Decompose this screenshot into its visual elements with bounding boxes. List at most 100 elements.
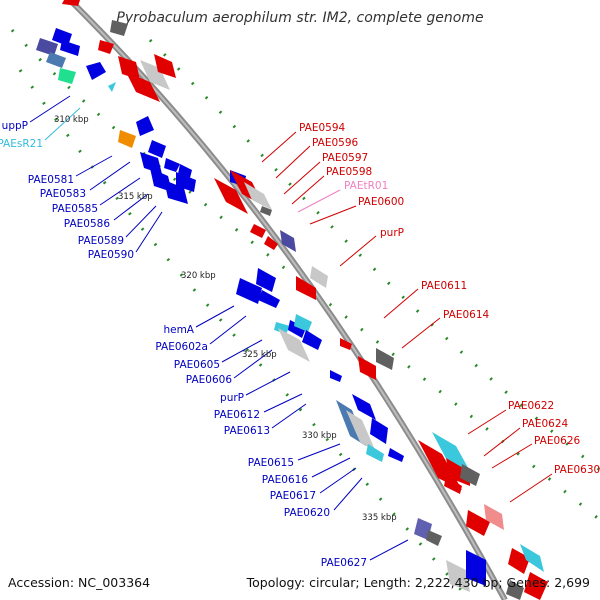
gene-label[interactable]: PAE0614 (443, 309, 490, 321)
gene-arrow[interactable] (294, 314, 312, 332)
gene-label[interactable]: PAE0616 (262, 474, 309, 486)
gene-label[interactable]: PAE0598 (326, 166, 372, 178)
gene-label[interactable]: PAE0627 (321, 557, 367, 569)
gene-arrow[interactable] (118, 56, 140, 80)
gene-arrow[interactable] (140, 152, 162, 174)
gene-label[interactable]: PAE0583 (40, 188, 86, 200)
leader-purP-right (339, 235, 377, 267)
gene-arrow[interactable] (330, 370, 342, 382)
gene-arrow[interactable] (302, 330, 322, 350)
gene-arrow[interactable] (520, 544, 544, 572)
gene-label[interactable]: PAE0612 (214, 409, 260, 421)
gene-arrow[interactable] (118, 130, 136, 148)
gene-label[interactable]: PAE0613 (224, 425, 270, 437)
gene-label[interactable]: PAE0589 (78, 235, 124, 247)
gene-label[interactable]: uppP (2, 120, 28, 132)
gene-label[interactable]: PAE0611 (421, 280, 467, 292)
gene-arrow[interactable] (506, 580, 524, 600)
gene-arrow[interactable] (164, 158, 180, 172)
gene-arrow[interactable] (426, 530, 442, 546)
topology-text: Topology: circular; Length: 2,222,430 bp… (246, 575, 590, 590)
gene-arrow[interactable] (352, 394, 376, 420)
gene-arrow[interactable] (244, 182, 272, 210)
gene-arrow[interactable] (214, 178, 248, 214)
gene-label[interactable]: PAE0622 (508, 400, 554, 412)
gene-label[interactable]: PAE0596 (312, 137, 359, 149)
gene-arrow[interactable] (310, 266, 328, 288)
gene-arrow[interactable] (236, 278, 262, 304)
gene-arrow[interactable] (110, 20, 128, 36)
gene-arrow[interactable] (86, 62, 106, 80)
gene-label[interactable]: PAE0624 (522, 418, 569, 430)
gene-label[interactable]: PAE0602a (155, 341, 208, 353)
gene-arrow[interactable] (278, 328, 310, 362)
gene-label[interactable]: PAE0606 (186, 374, 233, 386)
gene-arrow[interactable] (280, 230, 296, 252)
gene-label[interactable]: PAE0597 (322, 152, 368, 164)
gene-arrow[interactable] (164, 180, 188, 204)
gene-arrow[interactable] (296, 276, 316, 300)
gene-arrow[interactable] (250, 224, 266, 238)
gene-arrow[interactable] (60, 40, 80, 56)
gene-arrow[interactable] (260, 206, 272, 216)
leader-PAE0602a (209, 315, 247, 345)
gene-arrow[interactable] (256, 268, 276, 292)
gene-arrow[interactable] (346, 410, 376, 452)
gene-arrow[interactable] (98, 40, 114, 54)
gene-arrow[interactable] (288, 320, 306, 338)
gene-arrow[interactable] (460, 464, 480, 486)
gene-arrow[interactable] (524, 572, 548, 600)
gene-label[interactable]: PAE0590 (88, 249, 134, 261)
gene-label[interactable]: PAE0585 (52, 203, 98, 215)
leader-PAE0620 (333, 477, 363, 511)
gene-label[interactable]: PAE0586 (64, 218, 111, 230)
gene-label[interactable]: hemA (163, 324, 194, 336)
gene-arrow[interactable] (136, 116, 154, 136)
gene-arrow[interactable] (388, 448, 404, 462)
gene-arrow[interactable] (508, 548, 530, 574)
gene-arrow[interactable] (140, 60, 170, 90)
gene-arrow[interactable] (46, 52, 66, 68)
gene-arrow[interactable] (376, 348, 394, 370)
gene-label[interactable]: PAE0615 (248, 457, 294, 469)
leader-PAE0589 (125, 205, 157, 238)
gene-label[interactable]: purP (220, 392, 244, 404)
gene-label[interactable]: PAE0620 (284, 507, 330, 519)
scale-labels: 310 kbp 315 kbp 320 kbp 325 kbp 330 kbp … (54, 115, 397, 523)
leader-purP-left (245, 371, 291, 396)
gene-arrow[interactable] (108, 82, 116, 92)
gene-arrow[interactable] (264, 236, 278, 250)
gene-label[interactable]: PAEtR01 (344, 180, 388, 192)
gene-label[interactable]: PAE0581 (28, 174, 74, 186)
gene-arrow[interactable] (340, 338, 352, 350)
gene-arrow[interactable] (52, 28, 72, 46)
gene-arrow[interactable] (258, 290, 280, 308)
gene-label[interactable]: PAEsR21 (0, 138, 43, 150)
gene-arrow[interactable] (126, 72, 160, 102)
gene-arrow[interactable] (36, 38, 58, 56)
gene-label[interactable]: PAE0630 (554, 464, 600, 476)
gene-label[interactable]: PAE0594 (299, 122, 346, 134)
gene-arrow[interactable] (484, 504, 504, 530)
gene-arrow[interactable] (370, 418, 388, 444)
gene-arrow[interactable] (58, 68, 76, 84)
leader-PAE0616 (311, 457, 351, 478)
gene-arrow[interactable] (274, 322, 290, 334)
gene-arrow[interactable] (358, 356, 376, 380)
gene-label[interactable]: purP (380, 227, 404, 239)
gene-label[interactable]: PAE0626 (534, 435, 581, 447)
gene-arrow[interactable] (176, 172, 196, 192)
gene-arrow[interactable] (148, 140, 166, 158)
gene-arrow[interactable] (444, 476, 462, 494)
gene-label[interactable]: PAE0605 (174, 359, 220, 371)
gene-arrow[interactable] (366, 444, 384, 462)
gene-arrow[interactable] (62, 0, 80, 6)
gene-arrow[interactable] (466, 510, 490, 536)
gene-arrow[interactable] (446, 560, 470, 592)
leader-PAE0615 (297, 443, 341, 461)
gene-arrow[interactable] (466, 550, 486, 586)
gene-arrow[interactable] (154, 54, 176, 78)
forward-strand-genes (62, 0, 548, 600)
gene-label[interactable]: PAE0600 (358, 196, 404, 208)
gene-label[interactable]: PAE0617 (270, 490, 316, 502)
